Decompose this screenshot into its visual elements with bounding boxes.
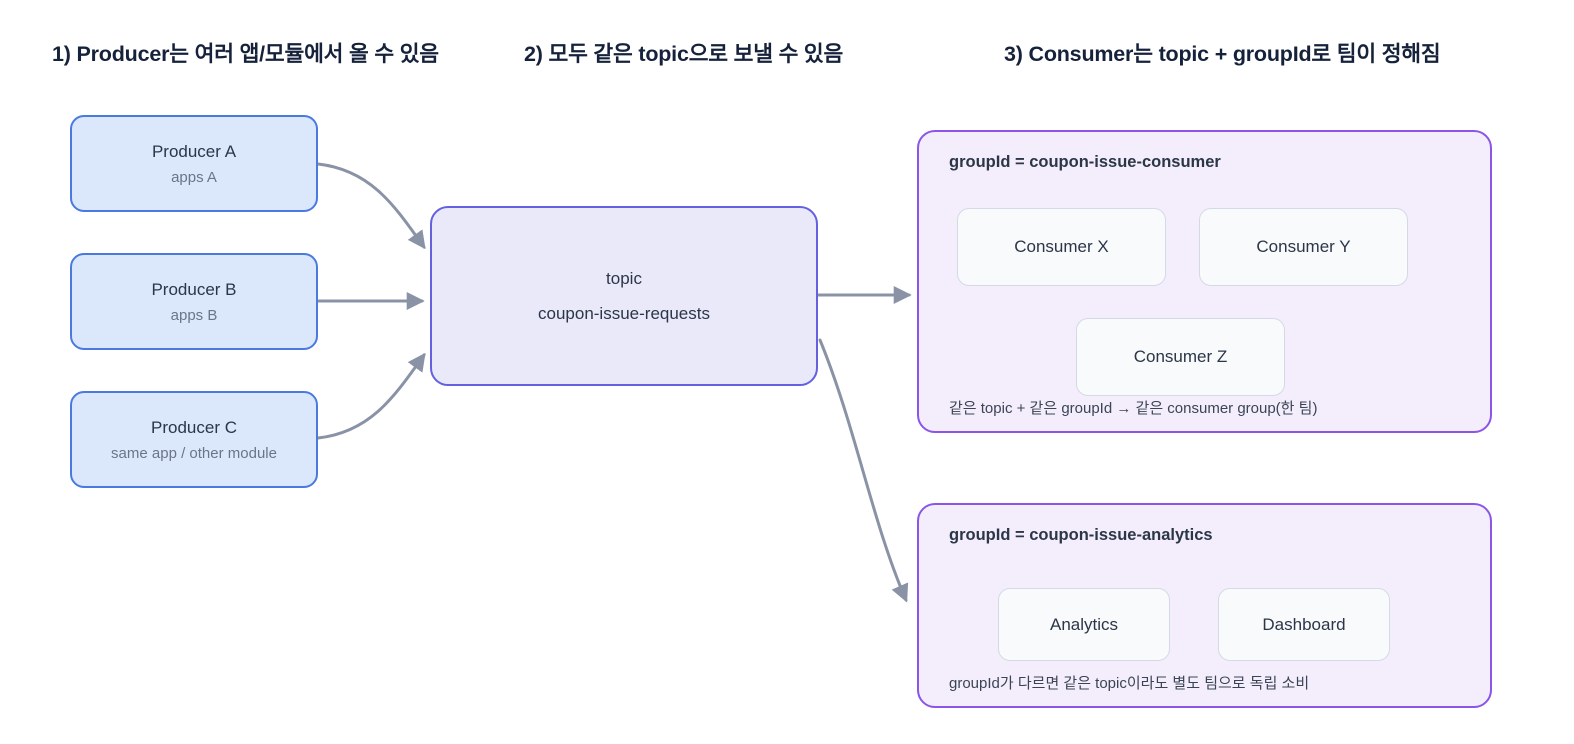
topic-label: topic: [606, 268, 642, 288]
group1-note: 같은 topic + 같은 groupId → 같은 consumer grou…: [949, 400, 1318, 417]
edge-topic-to-group2: [818, 338, 909, 603]
heading-topic: 2) 모두 같은 topic으로 보낼 수 있음: [524, 42, 844, 66]
producer-b-node: Producer B apps B: [70, 253, 318, 350]
producer-a-subtitle: apps A: [171, 168, 217, 186]
heading-consumers: 3) Consumer는 topic + groupId로 팀이 정해짐: [1004, 42, 1441, 66]
edge-producer-c-to-topic: [316, 352, 426, 440]
producer-b-subtitle: apps B: [170, 306, 218, 324]
producer-c-subtitle: same app / other module: [111, 444, 277, 462]
producer-c-title: Producer C: [151, 417, 237, 437]
group2-header: groupId = coupon-issue-analytics: [949, 526, 1213, 544]
group1-header: groupId = coupon-issue-consumer: [949, 153, 1221, 171]
edge-producer-a-to-topic: [316, 162, 426, 250]
consumer-y-node: Consumer Y: [1199, 208, 1408, 286]
producer-a-title: Producer A: [151, 141, 237, 161]
heading-producers: 1) Producer는 여러 앱/모듈에서 올 수 있음: [52, 42, 439, 66]
consumer-z-node: Consumer Z: [1076, 318, 1285, 396]
producer-c-node: Producer C same app / other module: [70, 391, 318, 488]
consumer-group-issue-analytics: groupId = coupon-issue-analytics Analyti…: [917, 503, 1492, 708]
producer-b-title: Producer B: [151, 279, 237, 299]
dashboard-node: Dashboard: [1218, 588, 1390, 661]
producer-a-node: Producer A apps A: [70, 115, 318, 212]
analytics-node: Analytics: [998, 588, 1170, 661]
topic-name: coupon-issue-requests: [538, 303, 710, 323]
topic-node: topic coupon-issue-requests: [430, 206, 818, 386]
consumer-group-issue-consumer: groupId = coupon-issue-consumer Consumer…: [917, 130, 1492, 433]
consumer-x-node: Consumer X: [957, 208, 1166, 286]
group2-note: groupId가 다르면 같은 topic이라도 별도 팀으로 독립 소비: [949, 675, 1310, 692]
